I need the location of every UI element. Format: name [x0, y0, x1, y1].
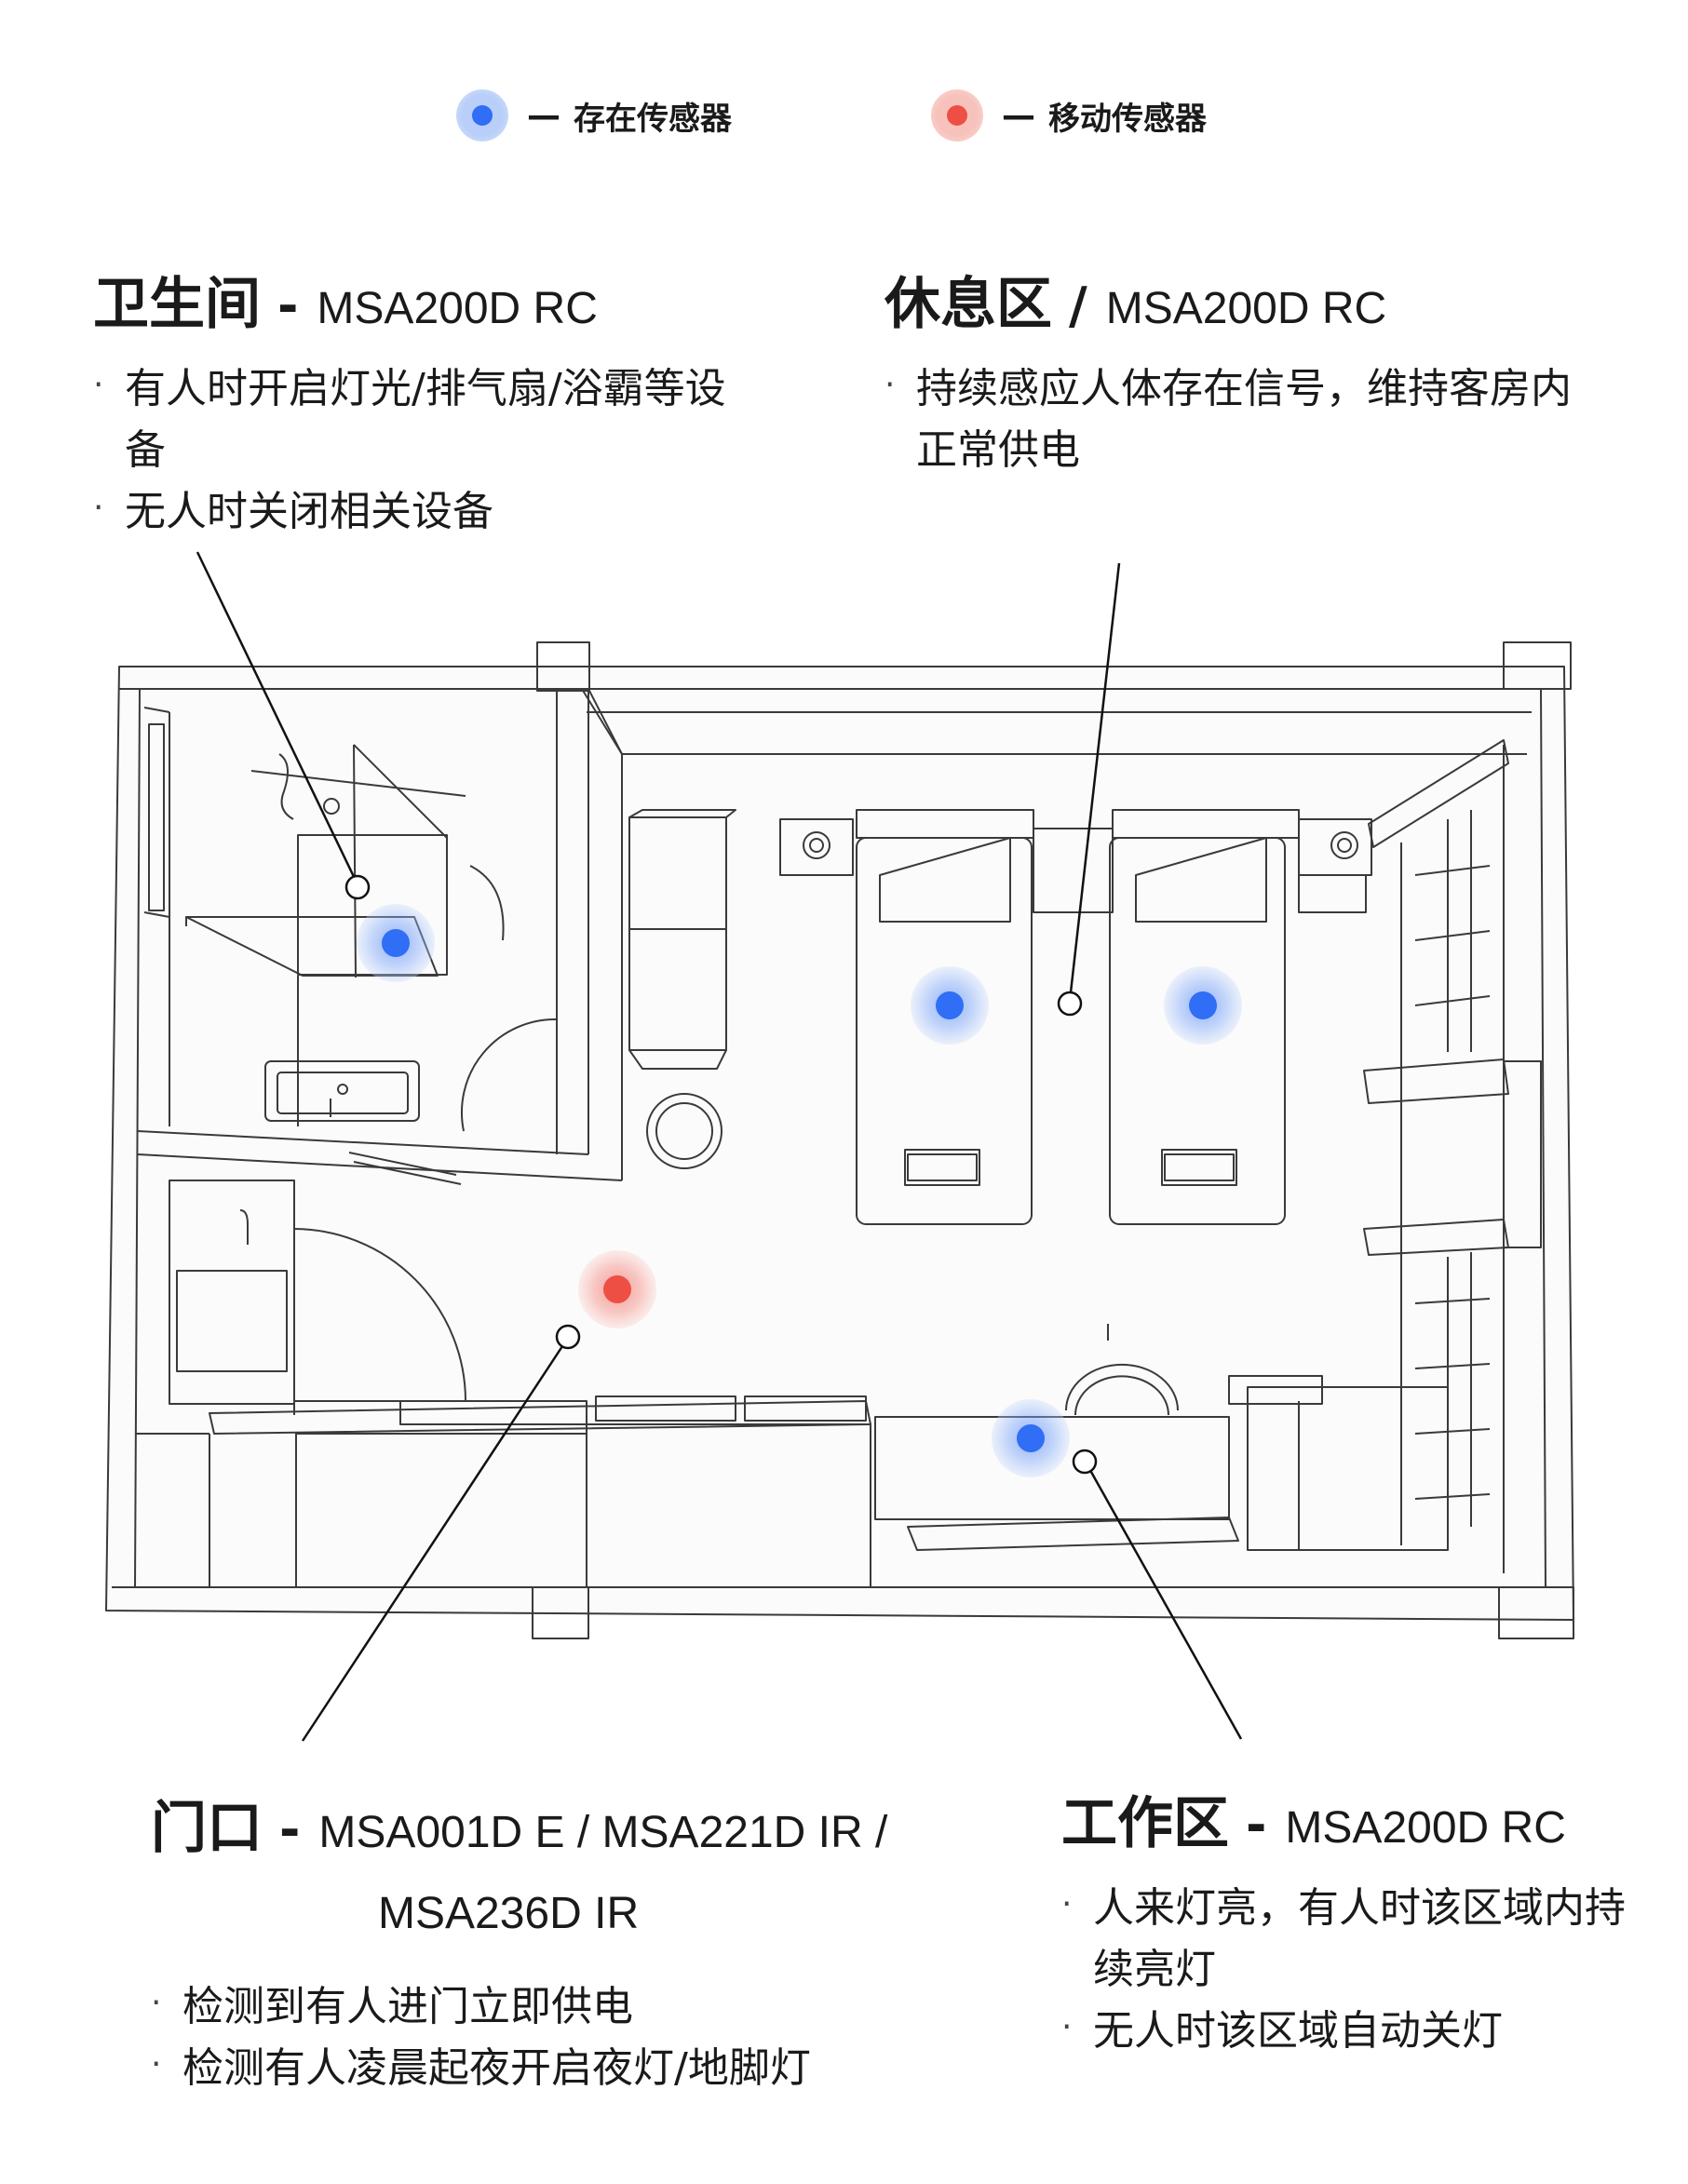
zone-model: MSA001D E / MSA221D IR / [318, 1808, 888, 1857]
zone-separator: - [277, 276, 299, 335]
sensor-markers [357, 904, 1242, 1477]
zone-heading: 卫生间 - MSA200D RC [93, 259, 745, 340]
zone-bathroom: 卫生间 - MSA200D RC 有人时开启灯光/排气扇/浴霸等设备 无人时关闭… [93, 259, 745, 543]
zone-bullets: 有人时开启灯光/排气扇/浴霸等设备 无人时关闭相关设备 [93, 355, 745, 543]
zone-bullet: 无人时关闭相关设备 [93, 478, 745, 543]
zone-name: 休息区 [885, 272, 1052, 337]
zone-bullet: 检测有人凌晨起夜开启夜灯/地脚灯 [151, 2034, 989, 2099]
desk-presence-sensor-icon [992, 1399, 1070, 1477]
bathroom-sink [264, 1060, 462, 1185]
zone-model: MSA200D RC [1105, 284, 1387, 333]
zone-model: MSA200D RC [1285, 1803, 1566, 1853]
bed-right [1109, 809, 1300, 1225]
legend-motion-label: 移动传感器 [1048, 100, 1207, 138]
legend-presence: — 存在传感器 [456, 86, 732, 145]
zone-rest: 休息区 / MSA200D RC 持续感应人体存在信号，维持客房内正常供电 [885, 259, 1601, 481]
legend-presence-label: 存在传感器 [574, 100, 732, 138]
zone-bullet: 无人时该区域自动关灯 [1061, 1997, 1657, 2062]
zone-separator: - [279, 1800, 301, 1859]
bathroom-presence-sensor-icon [357, 904, 435, 982]
zone-bullets: 持续感应人体存在信号，维持客房内正常供电 [885, 355, 1601, 481]
zone-name: 工作区 [1061, 1791, 1229, 1856]
zone-work: 工作区 - MSA200D RC 人来灯亮，有人时该区域内持续亮灯 无人时该区域… [1061, 1778, 1657, 2062]
zone-name: 卫生间 [93, 272, 261, 337]
zone-model: MSA200D RC [317, 284, 598, 333]
entrance-motion-sensor-icon [578, 1250, 656, 1328]
zone-bullet: 人来灯亮，有人时该区域内持续亮灯 [1061, 1874, 1657, 2001]
zone-model-continued: MSA236D IR [378, 1889, 640, 1938]
bed-left [856, 809, 1034, 1225]
bed-left-presence-sensor-icon [911, 966, 989, 1045]
zone-heading: 门口 - MSA001D E / MSA221D IR / [151, 1783, 989, 1864]
legend-motion: — 移动传感器 [931, 86, 1207, 145]
zone-bullet: 持续感应人体存在信号，维持客房内正常供电 [885, 355, 1601, 481]
entrance-closet [169, 1180, 466, 1415]
zone-separator: / [1069, 276, 1087, 335]
presence-sensor-icon [456, 89, 508, 142]
zone-bullet: 有人时开启灯光/排气扇/浴霸等设备 [93, 355, 745, 481]
zone-heading: 工作区 - MSA200D RC [1061, 1778, 1657, 1859]
legend-dash: — [527, 96, 560, 135]
zone-separator: - [1246, 1796, 1267, 1854]
zone-name: 门口 [151, 1796, 263, 1861]
window-curtains [1363, 739, 1542, 1573]
zone-bullets: 人来灯亮，有人时该区域内持续亮灯 无人时该区域自动关灯 [1061, 1874, 1657, 2062]
zone-entrance: 门口 - MSA001D E / MSA221D IR / MSA236D IR… [151, 1783, 989, 2099]
legend-dash: — [1002, 96, 1035, 135]
zone-bullet: 检测到有人进门立即供电 [151, 1973, 989, 2038]
zone-heading: 休息区 / MSA200D RC [885, 259, 1601, 340]
bathroom-shower [185, 744, 505, 1126]
leader-lines [196, 551, 1243, 1742]
nightstands [779, 818, 1372, 913]
bed-right-presence-sensor-icon [1164, 966, 1242, 1045]
motion-sensor-icon [931, 89, 983, 142]
minibar-counter [135, 1395, 871, 1588]
zone-bullets: 检测到有人进门立即供电 检测有人凌晨起夜开启夜灯/地脚灯 [151, 1973, 989, 2099]
wardrobe [628, 809, 736, 1169]
